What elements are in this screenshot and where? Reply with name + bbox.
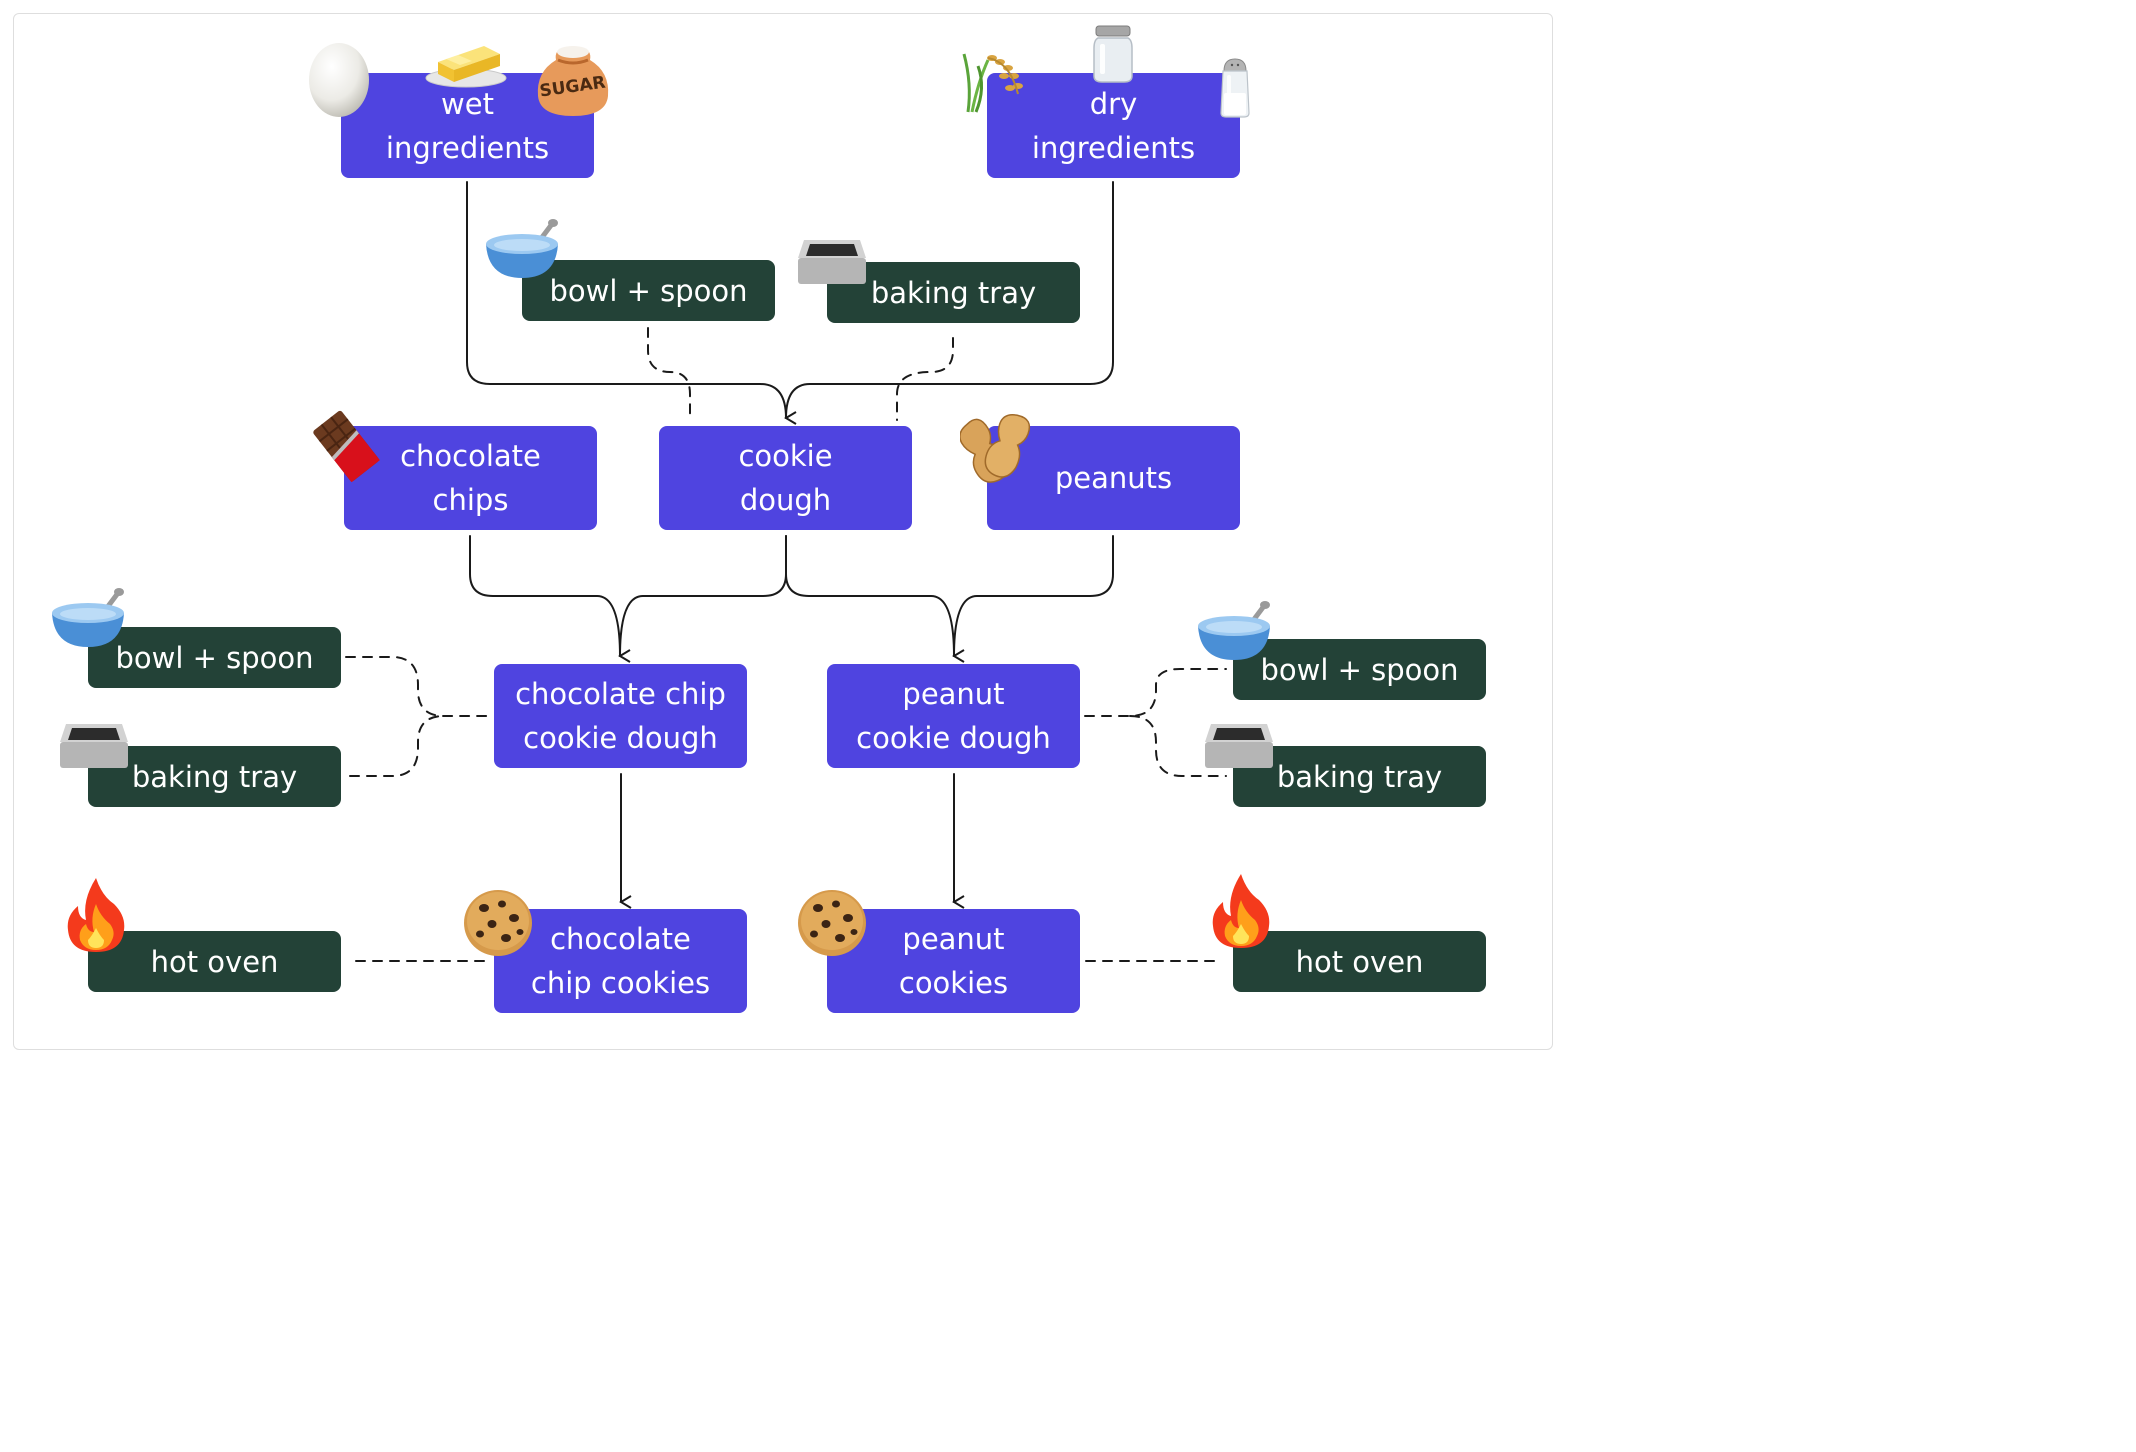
node-peanut-cookie-dough[interactable]: peanut cookie dough	[827, 664, 1080, 768]
node-baking-tray-top[interactable]: baking tray	[827, 262, 1080, 323]
node-label: peanuts	[1054, 461, 1173, 495]
diagram-frame	[13, 13, 1553, 1050]
node-peanut-cookies[interactable]: peanut cookies	[827, 909, 1080, 1013]
node-chocolate-chips[interactable]: chocolate chips	[344, 426, 597, 530]
edge-dry-to-dough	[785, 181, 1114, 419]
edge-pn-dough-to-bowl-right	[1084, 668, 1227, 717]
node-label: baking tray	[1276, 759, 1443, 794]
edge-bowl-left-to-cc-dough	[345, 656, 493, 717]
node-bowl-spoon-right[interactable]: bowl + spoon	[1233, 639, 1486, 700]
node-baking-tray-right[interactable]: baking tray	[1233, 746, 1486, 807]
node-label: bowl + spoon	[549, 273, 748, 308]
node-label: wet ingredients	[385, 86, 550, 165]
edge-tray-left-to-cc-dough	[349, 715, 445, 777]
node-bowl-spoon-top[interactable]: bowl + spoon	[522, 260, 775, 321]
node-bowl-spoon-left[interactable]: bowl + spoon	[88, 627, 341, 688]
node-chocolate-chip-cookies[interactable]: chocolate chip cookies	[494, 909, 747, 1013]
node-label: cookie dough	[738, 439, 833, 517]
node-label: dry ingredients	[1031, 86, 1196, 165]
edge-tray-top-to-dough	[896, 337, 954, 421]
node-baking-tray-left[interactable]: baking tray	[88, 746, 341, 807]
node-dry-ingredients[interactable]: dry ingredients	[987, 73, 1240, 178]
node-wet-ingredients[interactable]: wet ingredients	[341, 73, 594, 178]
node-label: peanut cookie dough	[856, 677, 1051, 755]
edge-dough-to-pn-dough	[785, 535, 965, 663]
node-label: hot oven	[150, 944, 279, 979]
node-label: bowl + spoon	[1260, 652, 1459, 687]
node-label: baking tray	[870, 275, 1037, 310]
edge-wet-to-dough	[466, 181, 797, 425]
node-label: baking tray	[131, 759, 298, 794]
node-cookie-dough[interactable]: cookie dough	[659, 426, 912, 530]
connection-lines	[345, 181, 1227, 962]
edge-bowl-top-to-dough	[647, 327, 691, 421]
node-label: hot oven	[1295, 944, 1424, 979]
node-label: bowl + spoon	[115, 640, 314, 675]
node-hot-oven-right[interactable]: hot oven	[1233, 931, 1486, 992]
node-label: peanut cookies	[898, 922, 1009, 1000]
node-label: chocolate chip cookies	[530, 922, 711, 1000]
node-label: chocolate chips	[400, 439, 541, 517]
node-label: chocolate chip cookie dough	[515, 677, 726, 755]
node-peanuts[interactable]: peanuts	[987, 426, 1240, 530]
node-hot-oven-left[interactable]: hot oven	[88, 931, 341, 992]
edge-peanuts-to-pn-dough	[953, 535, 1114, 657]
edge-chips-to-cc-dough	[469, 535, 631, 663]
node-chocolate-chip-cookie-dough[interactable]: chocolate chip cookie dough	[494, 664, 747, 768]
edge-pn-dough-to-tray-right	[1129, 715, 1227, 777]
edge-dough-to-cc-dough	[619, 535, 787, 657]
